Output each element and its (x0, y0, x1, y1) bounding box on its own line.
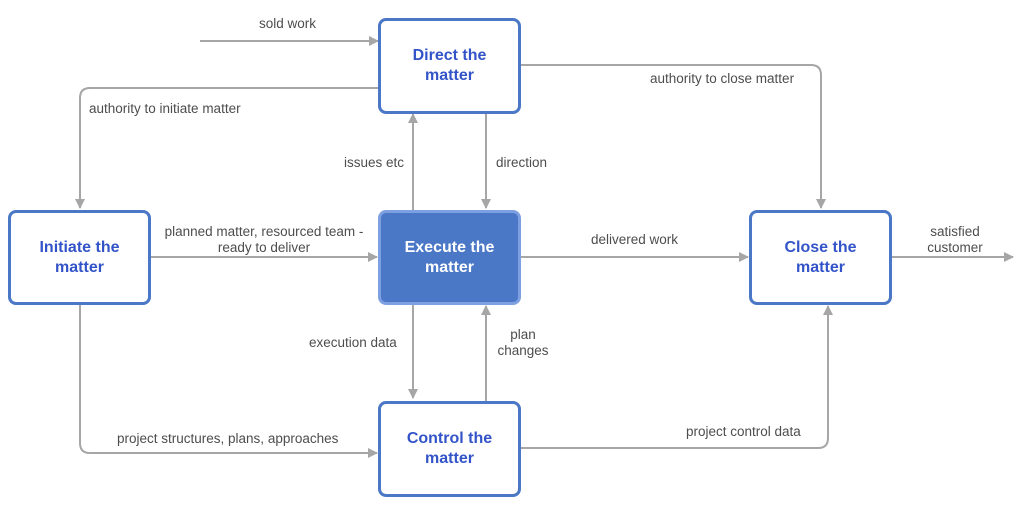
arrow-authority-initiate (75, 87, 378, 209)
label-planned-line1: planned matter, resourced team - (164, 224, 364, 239)
node-execute-the-matter: Execute the matter (378, 210, 521, 305)
node-control-the-matter: Control the matter (378, 401, 521, 497)
label-satisfied-line2: customer (927, 240, 983, 255)
node-close-line2: matter (796, 258, 845, 276)
label-direction: direction (496, 155, 548, 170)
arrow-project-structures (79, 305, 378, 458)
label-sold-work: sold work (259, 16, 317, 31)
label-project-structures: project structures, plans, approaches (117, 431, 339, 446)
node-initiate-the-matter: Initiate the matter (8, 210, 151, 305)
node-close-line1: Close the (784, 238, 857, 256)
label-issues-etc: issues etc (344, 155, 405, 170)
node-close-the-matter: Close the matter (749, 210, 892, 305)
node-control-line2: matter (425, 450, 474, 467)
label-plan-line2: changes (497, 343, 549, 358)
label-authority-initiate: authority to initiate matter (89, 101, 241, 116)
node-execute-line2: matter (425, 258, 474, 276)
label-planned-line2: ready to deliver (217, 240, 311, 255)
label-planned-matter: planned matter, resourced team - ready t… (156, 224, 372, 256)
node-direct-the-matter: Direct the matter (378, 18, 521, 114)
label-plan-line1: plan (510, 327, 536, 342)
label-satisfied-line1: satisfied (930, 224, 980, 239)
label-execution-data: execution data (309, 335, 397, 350)
node-control-line1: Control the (406, 430, 493, 447)
label-delivered-work: delivered work (591, 232, 679, 247)
node-initiate-line1: Initiate the (39, 238, 120, 256)
node-execute-line1: Execute the (404, 238, 495, 256)
label-authority-close: authority to close matter (650, 71, 795, 86)
arrow-authority-close (521, 64, 826, 209)
node-initiate-line2: matter (55, 258, 104, 276)
node-direct-line2: matter (425, 67, 474, 84)
label-plan-changes: plan changes (492, 327, 554, 359)
node-direct-line1: Direct the (412, 47, 487, 64)
label-satisfied-customer: satisfied customer (920, 224, 990, 256)
arrow-project-control-data (521, 305, 833, 449)
label-project-control-data: project control data (686, 424, 801, 439)
